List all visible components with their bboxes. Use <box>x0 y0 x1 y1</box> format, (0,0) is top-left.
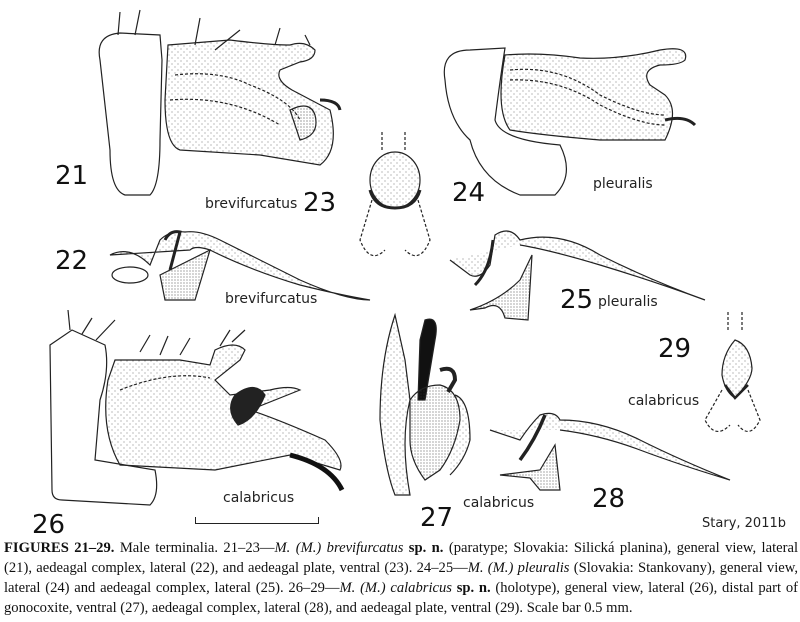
caption-species-1-status: sp. n. <box>403 540 444 556</box>
fig21-drawing <box>98 9 342 196</box>
figure-number-23: 23 <box>303 188 337 218</box>
figure-number-29: 29 <box>658 334 692 364</box>
fig23-drawing <box>359 130 431 257</box>
fig26-drawing <box>49 309 345 506</box>
figure-number-26: 26 <box>32 510 66 540</box>
terminalia-drawings <box>49 9 761 506</box>
figure-number-24: 24 <box>452 178 486 208</box>
fig28-drawing <box>489 412 731 491</box>
figure-number-22: 22 <box>55 246 89 276</box>
figure-plate: 21 22 23 24 25 26 27 28 29 brevifurcatus… <box>32 9 761 540</box>
caption-species-3: M. (M.) calabricus <box>339 580 452 596</box>
fig29-drawing <box>704 312 761 432</box>
label-pleuralis-25: pleuralis <box>598 294 658 310</box>
label-brevifurcatus-21: brevifurcatus <box>205 196 298 212</box>
figure-caption: FIGURES 21–29. Male terminalia. 21–23—M.… <box>4 538 798 618</box>
label-calabricus-27: calabricus <box>463 495 535 511</box>
caption-species-1-detail: (paratype; Slovakia: Silická planina), g… <box>4 540 799 576</box>
caption-intro: Male terminalia. 21–23— <box>114 540 275 556</box>
figure-number-21: 21 <box>55 161 89 191</box>
figure-number-27: 27 <box>420 503 454 533</box>
caption-species-2: M. (M.) pleuralis <box>467 560 570 576</box>
fig27-drawing <box>379 312 471 496</box>
figure-number-25: 25 <box>560 285 594 315</box>
fig22-drawing <box>109 230 371 301</box>
caption-species-2-detail: (Slovakia: Stankovany), general view, la… <box>4 560 798 596</box>
label-brevifurcatus-22: brevifurcatus <box>225 291 318 307</box>
figure-number-28: 28 <box>592 484 626 514</box>
label-calabricus-26: calabricus <box>223 490 295 506</box>
caption-species-3-detail: (holotype), general view, lateral (26), … <box>4 580 798 616</box>
caption-species-3-status: sp. n. <box>451 580 491 596</box>
fig24-drawing <box>443 47 697 196</box>
fig25-drawing <box>449 230 706 321</box>
scale-bar <box>195 517 319 524</box>
figure-credit: Stary, 2011b <box>702 516 786 531</box>
label-pleuralis-24: pleuralis <box>593 176 653 192</box>
label-calabricus-29: calabricus <box>628 393 700 409</box>
caption-title: FIGURES 21–29. <box>4 540 115 556</box>
caption-species-1: M. (M.) brevifurcatus <box>274 540 404 556</box>
